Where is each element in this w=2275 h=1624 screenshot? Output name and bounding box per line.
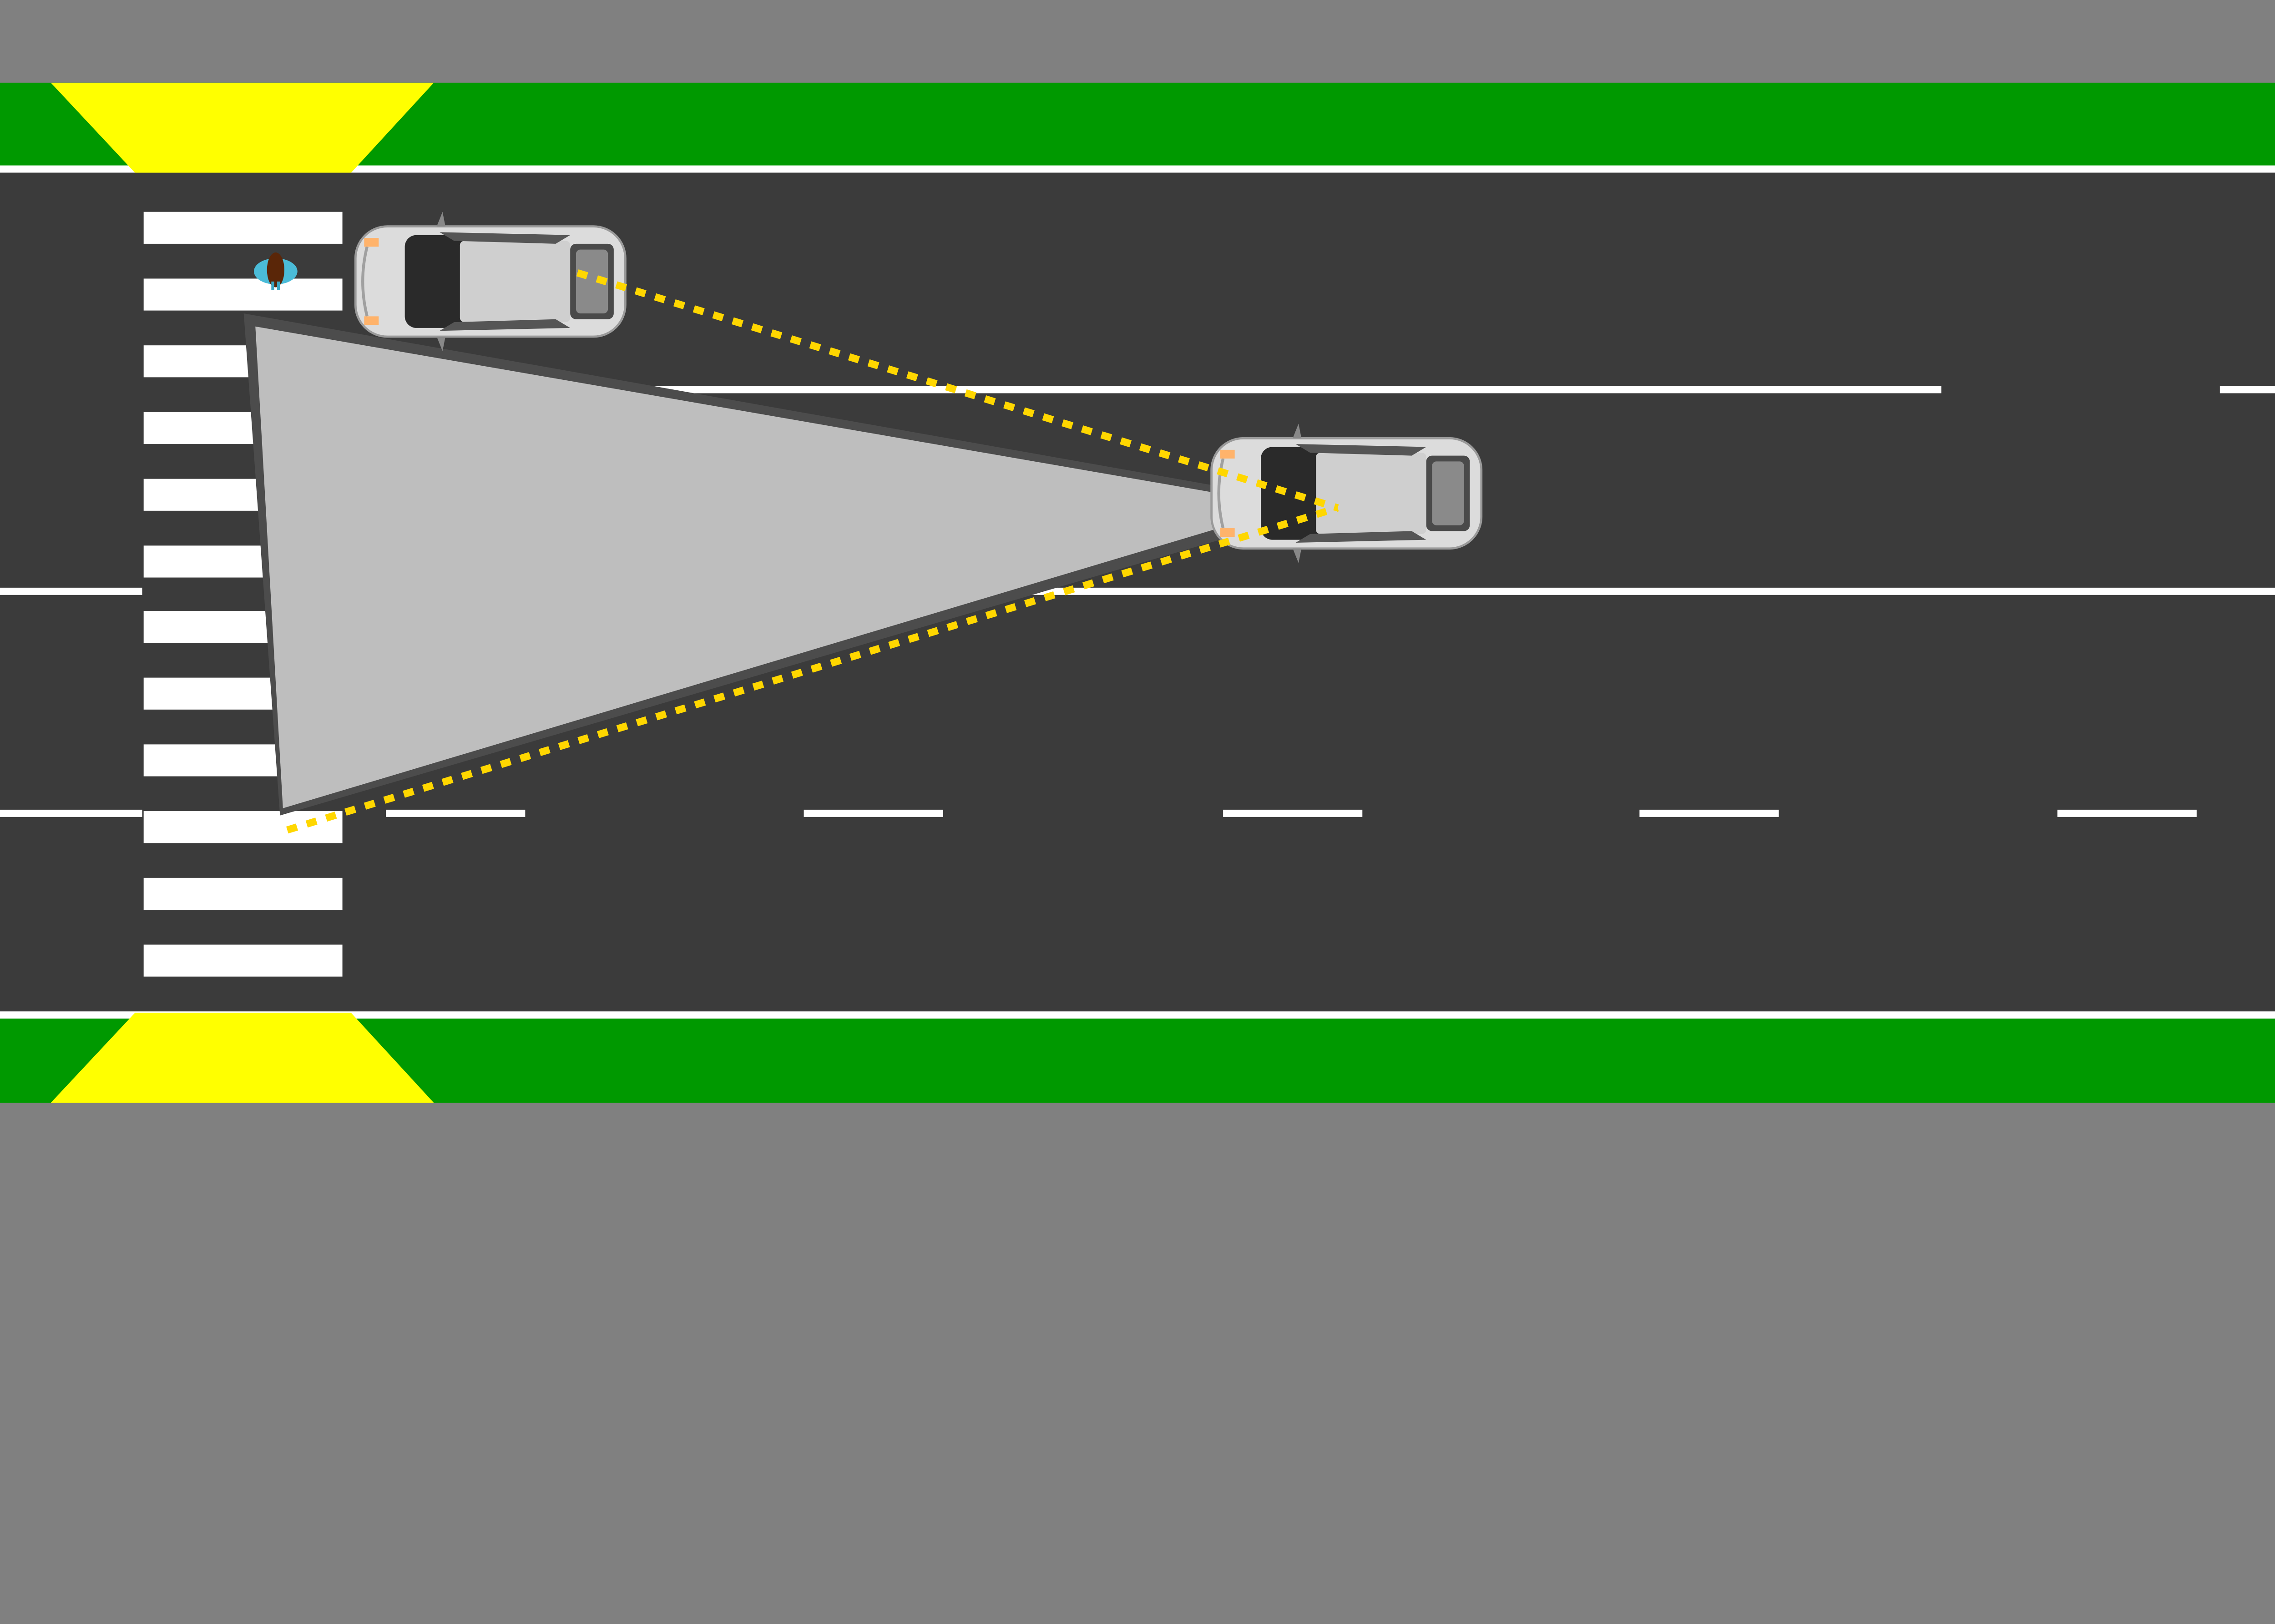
edge-line-top <box>0 165 2275 173</box>
curb-ramp-bottom <box>51 1013 434 1103</box>
lane-dash <box>386 809 526 817</box>
lane-line-solid <box>344 386 1941 393</box>
lane-dash <box>0 809 142 817</box>
center-line <box>0 587 142 595</box>
curb-ramp-top <box>51 82 434 173</box>
car-icon <box>1212 424 1481 563</box>
road-scene-diagram <box>0 0 2275 1187</box>
crosswalk-stripe <box>143 212 343 244</box>
lane-dash <box>1223 809 1363 817</box>
pedestrian-icon <box>254 252 298 290</box>
lane-dash <box>804 809 943 817</box>
crosswalk-stripe <box>143 944 343 977</box>
headlight-beam <box>255 326 1248 808</box>
sidewalk-top <box>0 0 2275 83</box>
lane-dash <box>1639 809 1779 817</box>
sidewalk-bottom <box>0 1103 2275 1187</box>
crosswalk-stripe <box>143 811 343 843</box>
sight-line-crosswalk <box>286 504 1339 834</box>
lane-dash <box>2057 809 2197 817</box>
crosswalk-stripe <box>143 878 343 910</box>
car-icon <box>355 212 625 351</box>
edge-line-bottom <box>0 1011 2275 1019</box>
crosswalk-stripe <box>143 278 343 311</box>
lane-line-solid <box>2219 386 2275 393</box>
